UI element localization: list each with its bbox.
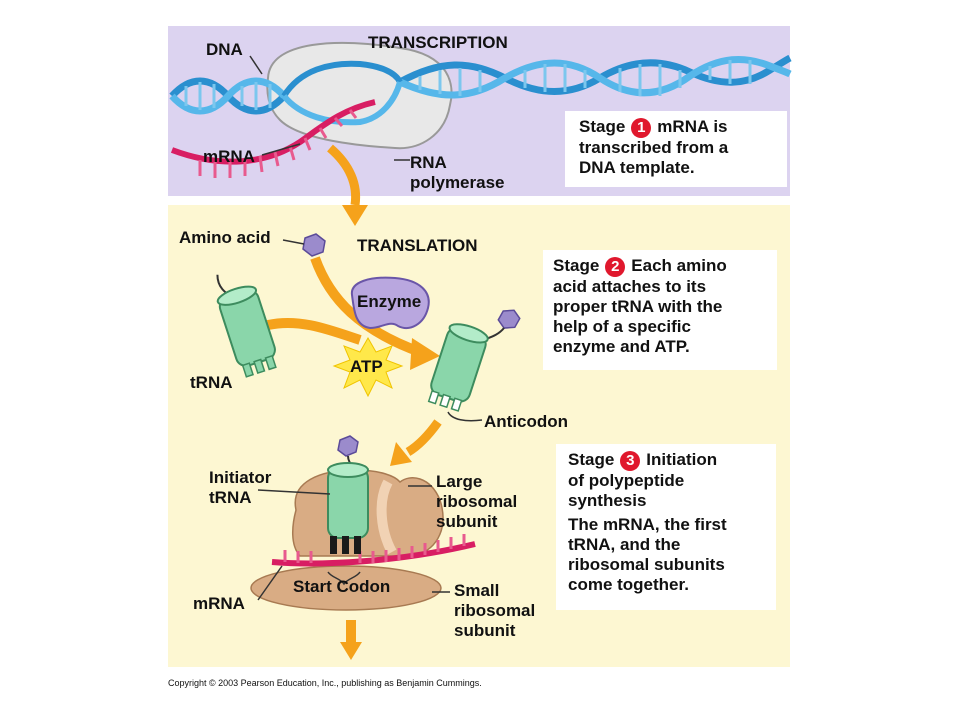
stage-1-number: 1 [631,118,652,138]
mrna-strand-bottom [271,534,476,567]
initiator-trna [327,435,369,554]
stage-2-head-rest: Each amino [631,256,727,275]
stage-2-number: 2 [605,257,626,277]
stage-1-line-2: DNA template. [579,158,695,177]
stage-3-line-2: tRNA, and the [568,535,681,554]
stage-3-line-4: come together. [568,575,689,594]
label-translation: TRANSLATION [357,236,478,255]
stage-3-head-line-2: synthesis [568,491,647,510]
label-large-1: Large [436,472,482,491]
arrowhead-3 [390,442,412,466]
stage-1-line-1: transcribed from a [579,138,729,157]
stage-1-head-rest: mRNA is [657,117,728,136]
arrowhead-1 [342,205,368,226]
label-rna-polymerase-2: polymerase [410,173,505,192]
stage-3-head-rest: Initiation [646,450,718,469]
label-large-2: ribosomal [436,492,517,511]
arrow-transcription-to-translation [326,144,361,206]
label-trna: tRNA [190,373,233,392]
trna-charged [427,309,521,412]
stage-3-box: Stage 3 Initiation of polypeptide synthesi… [556,444,776,610]
large-subunit-cleft [376,479,397,555]
trna-left [216,274,277,378]
label-mrna-bottom: mRNA [193,594,245,613]
stage-3-line-3: ribosomal subunits [568,555,725,574]
arrow-trna [266,317,362,345]
label-initiator-2: tRNA [209,488,252,507]
stage-2-heading: Stage 2 Each amino [553,256,777,277]
label-transcription: TRANSCRIPTION [368,33,508,52]
anticodon-pointer [447,411,483,422]
enzyme-shape [350,276,430,330]
stage-3-word: Stage [568,450,615,469]
stage-2-line-3: help of a specific [553,317,691,336]
pointer-lines [249,55,450,601]
label-small-1: Small [454,581,499,600]
label-small-3: subunit [454,621,516,640]
stage-3-head-line-1: of polypeptide [568,471,685,490]
stage-2-word: Stage [553,256,600,275]
stage-1-word: Stage [579,117,626,136]
label-rna-polymerase-1: RNA [410,153,447,172]
arrow-down-shaft [346,620,356,644]
stage-2-line-4: enzyme and ATP. [553,337,690,356]
label-initiator-1: Initiator [209,468,272,487]
dna-helix [169,54,792,126]
small-ribosomal-subunit [250,565,442,611]
amino-acid-pointer [282,239,305,245]
label-dna: DNA [206,40,243,59]
label-large-3: subunit [436,512,498,531]
stage-1-heading: Stage 1 mRNA is [579,117,787,138]
start-codon-bracket [327,571,361,586]
arrowhead-2 [410,338,440,370]
arrow-amino-acid [310,256,422,357]
label-amino-acid: Amino acid [179,228,271,247]
arrow-to-ribosome [405,419,442,456]
mrna-strand-top [170,99,376,178]
stage-3-heading: Stage 3 Initiation [568,450,776,471]
atp-burst [332,336,404,398]
stage-2-box: Stage 2 Each amino acid attaches to its pr… [543,250,777,370]
label-anticodon: Anticodon [484,412,568,431]
amino-acid-icon [302,233,326,257]
stage-2-line-2: proper tRNA with the [553,297,723,316]
label-start-codon: Start Codon [293,577,390,596]
stage-1-box: Stage 1 mRNA is transcribed from a DNA tem… [565,111,787,187]
stage-3-line-1: The mRNA, the first [568,515,727,534]
stage-3-number: 3 [620,451,641,471]
stage-2-line-1: acid attaches to its [553,277,707,296]
label-mrna-top: mRNA [203,147,255,166]
label-atp: ATP [350,357,383,376]
label-small-2: ribosomal [454,601,535,620]
arrowhead-4 [340,642,362,660]
copyright-notice: Copyright © 2003 Pearson Education, Inc.… [168,678,482,688]
label-enzyme: Enzyme [357,292,421,311]
